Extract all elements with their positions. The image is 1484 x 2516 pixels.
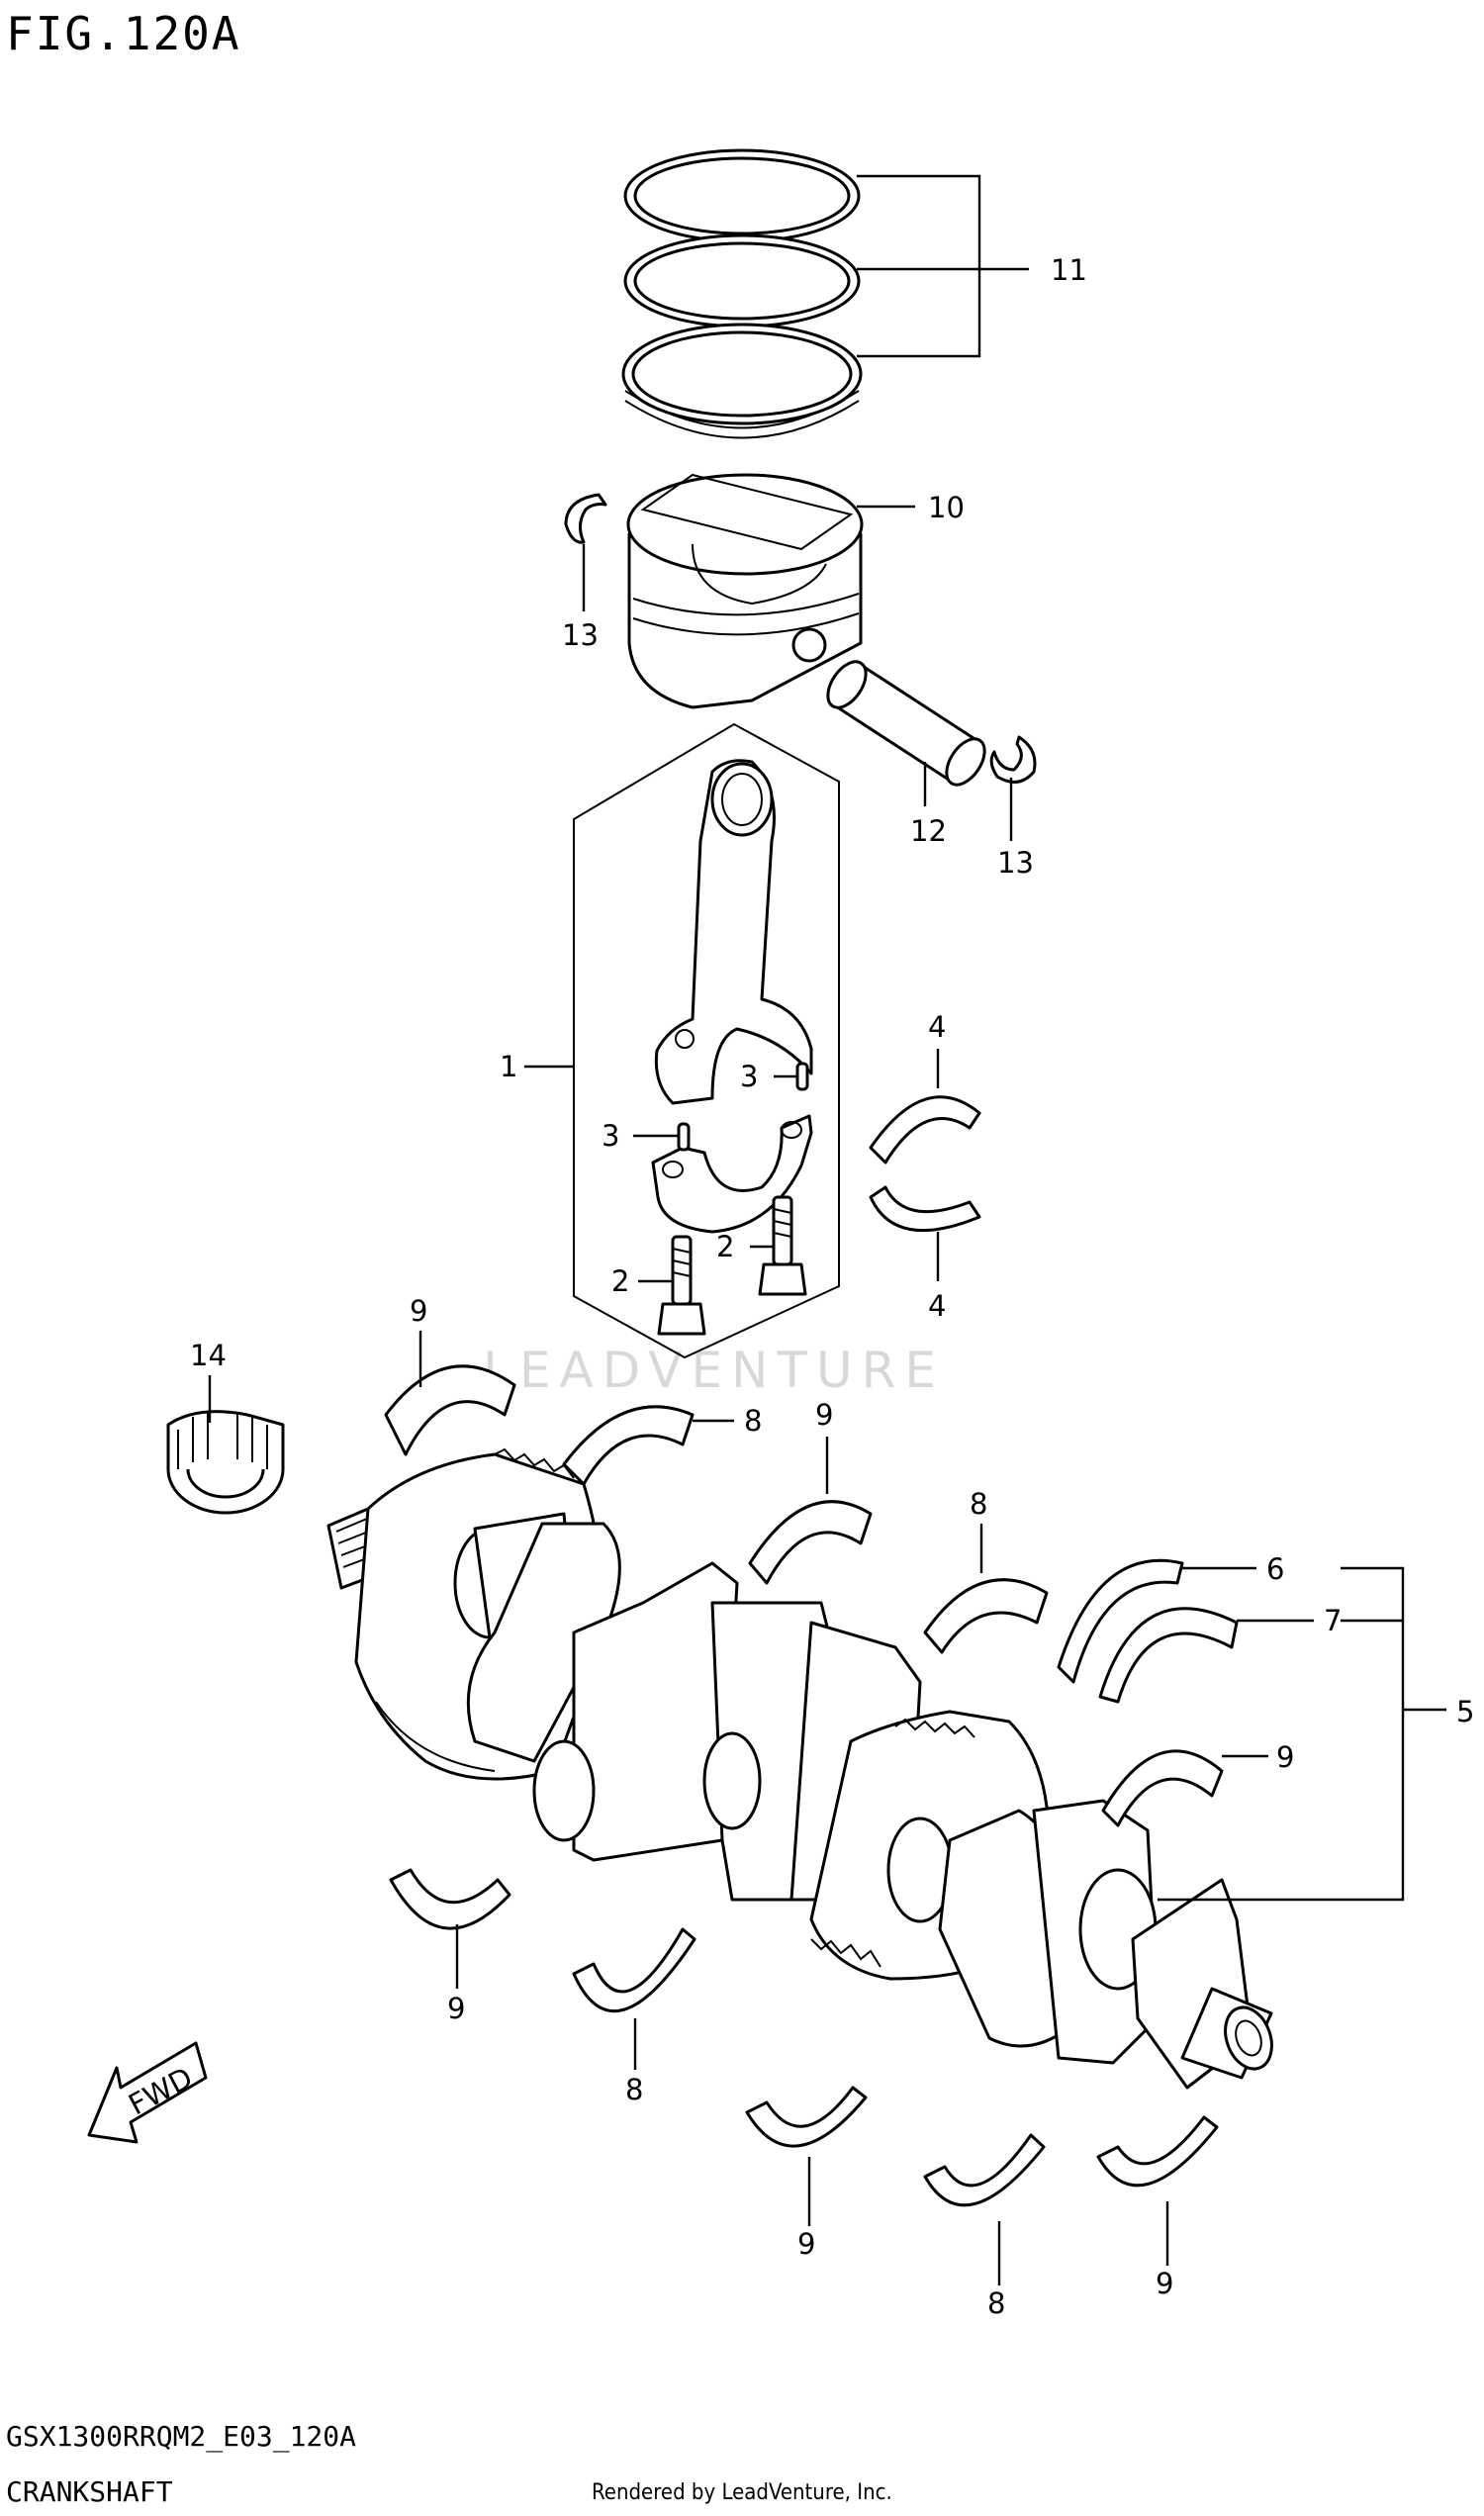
main-bearing-9-right[interactable] bbox=[1101, 1749, 1224, 1827]
thrust-bearing-7[interactable] bbox=[1098, 1607, 1239, 1704]
callout-8-bottom: 8 bbox=[987, 2286, 1005, 2320]
figure-title: FIG.120A bbox=[6, 7, 241, 60]
callout-2-left: 2 bbox=[611, 1264, 629, 1298]
circlip-right[interactable] bbox=[989, 735, 1037, 784]
circlip-left[interactable] bbox=[564, 493, 607, 544]
callout-9-bottom-right: 9 bbox=[1156, 2267, 1173, 2300]
callout-9-top-center: 9 bbox=[815, 1398, 833, 1432]
piston[interactable] bbox=[626, 473, 864, 709]
leader-lines bbox=[208, 174, 1446, 2285]
callout-11: 11 bbox=[1051, 253, 1087, 287]
main-bearing-9-bottom-center[interactable] bbox=[745, 2086, 868, 2148]
main-bearing-9-lower-left[interactable] bbox=[389, 1868, 511, 1930]
main-bearing-9-top-left[interactable] bbox=[384, 1364, 516, 1456]
conrod-bearing-lower[interactable] bbox=[869, 1185, 981, 1233]
callout-14: 14 bbox=[190, 1339, 227, 1372]
callout-8-top: 8 bbox=[744, 1404, 762, 1438]
callout-9-right: 9 bbox=[1276, 1740, 1294, 1774]
callout-3-left: 3 bbox=[602, 1119, 619, 1153]
forward-direction-arrow: FWD bbox=[87, 2041, 208, 2144]
callout-10: 10 bbox=[928, 491, 965, 524]
callout-9-lower-left: 9 bbox=[447, 1992, 465, 2025]
main-bearing-8-bottom[interactable] bbox=[923, 2133, 1046, 2207]
main-bearing-8-top[interactable] bbox=[562, 1405, 695, 1486]
callout-12: 12 bbox=[910, 814, 947, 848]
callout-3-right: 3 bbox=[740, 1060, 758, 1093]
crankshaft-bushing[interactable] bbox=[166, 1410, 285, 1515]
watermark: LEADVENTURE bbox=[483, 1342, 945, 1399]
callout-8-lower-left: 8 bbox=[625, 2073, 643, 2106]
callout-4-bottom: 4 bbox=[928, 1289, 946, 1323]
callout-9-top-left: 9 bbox=[410, 1294, 427, 1328]
main-bearing-9-top-center[interactable] bbox=[748, 1500, 873, 1585]
crankshaft[interactable] bbox=[326, 1447, 1280, 2090]
conrod-bolts[interactable] bbox=[657, 1195, 807, 1336]
main-bearing-8-lower-left[interactable] bbox=[572, 1927, 696, 2013]
callout-5: 5 bbox=[1456, 1695, 1474, 1728]
piston-rings[interactable] bbox=[621, 148, 863, 439]
conrod-bearing-upper[interactable] bbox=[869, 1095, 981, 1165]
callout-13-left: 13 bbox=[562, 618, 599, 652]
callout-2-right: 2 bbox=[716, 1230, 734, 1263]
callout-13-right: 13 bbox=[997, 846, 1034, 880]
callout-9-bottom-center: 9 bbox=[797, 2227, 815, 2261]
connecting-rod-cap[interactable] bbox=[651, 1114, 813, 1234]
callout-4-top: 4 bbox=[928, 1010, 946, 1044]
model-code: GSX1300RRQM2_E03_120A bbox=[6, 2420, 356, 2454]
render-credit: Rendered by LeadVenture, Inc. bbox=[592, 2480, 892, 2505]
connecting-rod-set-outline bbox=[573, 722, 840, 1359]
connecting-rod[interactable] bbox=[654, 759, 813, 1105]
main-bearing-9-bottom-right[interactable] bbox=[1096, 2115, 1219, 2188]
callout-6: 6 bbox=[1266, 1552, 1284, 1586]
section-name: CRANKSHAFT bbox=[6, 2475, 173, 2508]
callout-1: 1 bbox=[500, 1050, 517, 1083]
callout-8-top-right: 8 bbox=[970, 1487, 987, 1521]
main-bearing-8-top-right[interactable] bbox=[923, 1578, 1049, 1654]
callout-7: 7 bbox=[1324, 1604, 1342, 1637]
piston-pin[interactable] bbox=[820, 655, 992, 792]
dowel-pins[interactable] bbox=[677, 1062, 809, 1152]
thrust-bearing-6[interactable] bbox=[1057, 1558, 1184, 1684]
